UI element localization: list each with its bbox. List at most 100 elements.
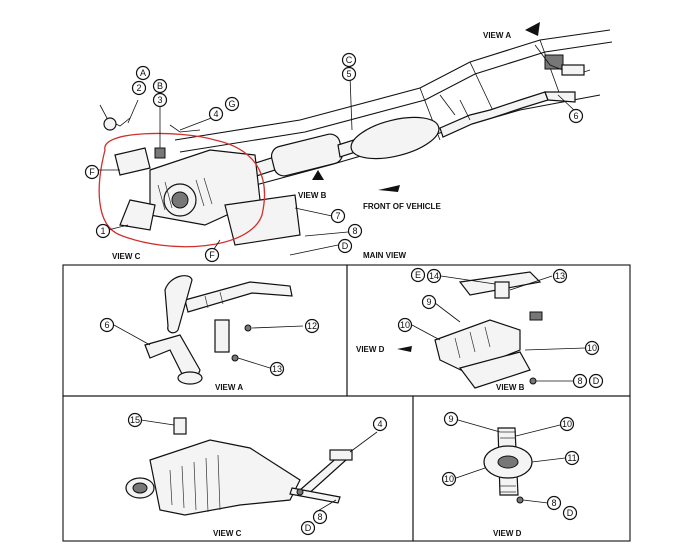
callout-7: 7: [330, 208, 346, 224]
svg-text:F: F: [209, 250, 215, 260]
pipe-bore-d: [497, 455, 519, 469]
view-a-label-top: VIEW A: [483, 31, 511, 40]
callout-A: A: [135, 65, 151, 81]
nut-3: [154, 147, 166, 159]
manifold-stud: [103, 117, 117, 131]
hangers-main: [439, 94, 471, 121]
svg-text:8: 8: [352, 226, 357, 236]
front-of-vehicle-label: FRONT OF VEHICLE: [363, 202, 441, 211]
svg-text:14: 14: [429, 271, 439, 281]
callout-4: 4: [208, 106, 224, 122]
main-view-illustration: [98, 22, 613, 248]
bolt-8b: [529, 377, 537, 385]
callout-b-13: 13: [552, 268, 568, 284]
svg-text:10: 10: [562, 419, 572, 429]
frame-section: [184, 281, 293, 313]
svg-text:6: 6: [104, 320, 109, 330]
svg-text:13: 13: [272, 364, 282, 374]
view-b-label-main: VIEW B: [298, 191, 327, 200]
svg-text:6: 6: [573, 111, 578, 121]
heat-shield: [224, 194, 301, 246]
view-d-arrow-icon: [397, 346, 412, 352]
svg-text:D: D: [305, 523, 312, 533]
nut-15c: [173, 417, 187, 435]
callout-d-D: D: [562, 505, 578, 521]
converter-ribs-c: [169, 454, 221, 513]
svg-text:5: 5: [346, 69, 351, 79]
view-c-panel-label: VIEW C: [213, 529, 242, 538]
callout-c-D: D: [300, 520, 316, 536]
view-d-panel: [412, 395, 631, 542]
callout-d-9: 9: [443, 411, 459, 427]
callout-a-13: 13: [269, 361, 285, 377]
callout-b-14: 14: [426, 268, 442, 284]
brace-rod-c: [299, 454, 347, 497]
svg-text:10: 10: [444, 474, 454, 484]
svg-text:2: 2: [136, 83, 141, 93]
svg-text:C: C: [346, 55, 353, 65]
y-pipe: [119, 199, 156, 231]
callout-D: D: [337, 238, 353, 254]
view-c-illustration: [125, 417, 353, 516]
svg-text:8: 8: [317, 512, 322, 522]
converter-upper-b: [434, 319, 521, 373]
converter-ribs-b: [454, 326, 491, 359]
view-d-arrow-label: VIEW D: [356, 345, 385, 354]
rear-hanger: [544, 54, 564, 70]
callout-d-10-top: 10: [559, 416, 575, 432]
main-view-label: MAIN VIEW: [363, 251, 407, 260]
view-d-callouts: 9 10 11 10 8 D: [441, 411, 580, 521]
frame-hatch: [204, 291, 224, 309]
svg-text:G: G: [228, 99, 235, 109]
view-b-callouts: E 14 13 9 10 10 8 D: [397, 267, 604, 389]
converter-lower-b: [458, 351, 531, 389]
svg-text:A: A: [140, 68, 146, 78]
view-b-panel-label: VIEW B: [496, 383, 525, 392]
callout-c-15: 15: [127, 412, 143, 428]
callout-F-bottom: F: [204, 247, 220, 263]
callout-b-E: E: [410, 267, 426, 283]
pipe-4: [169, 124, 201, 133]
callout-d-8: 8: [546, 495, 562, 511]
callout-C: C: [341, 52, 357, 68]
tailpipe: [439, 91, 549, 138]
converter-c: [149, 439, 301, 516]
front-of-vehicle-arrow-icon: [378, 185, 400, 192]
svg-text:12: 12: [307, 321, 317, 331]
main-leader-lines: [98, 75, 575, 256]
view-b-arrow-icon: [312, 170, 324, 180]
callout-8: 8: [347, 223, 363, 239]
callout-2: 2: [131, 80, 147, 96]
svg-text:8: 8: [551, 498, 556, 508]
callout-1: 1: [95, 223, 111, 239]
view-c-callouts: 15 4 8 D: [127, 412, 388, 536]
hanger-bracket-a: [214, 319, 230, 353]
bolt-c: [296, 488, 304, 496]
svg-text:1: 1: [100, 226, 105, 236]
view-c-label-main: VIEW C: [112, 252, 141, 261]
view-a-leaders: [113, 324, 304, 369]
callout-a-12: 12: [304, 318, 320, 334]
svg-text:10: 10: [400, 320, 410, 330]
callout-b-8: 8: [572, 373, 588, 389]
view-a-arrow-icon: [525, 22, 540, 36]
callout-a-6: 6: [99, 317, 115, 333]
callout-b-D: D: [588, 373, 604, 389]
svg-text:D: D: [342, 241, 349, 251]
muffler: [350, 116, 440, 160]
view-b-illustration: [434, 271, 543, 389]
converter-inlet-core: [171, 191, 189, 209]
view-d-leaders: [455, 419, 566, 504]
bolt-12a: [244, 324, 252, 332]
svg-text:E: E: [415, 270, 421, 280]
svg-text:3: 3: [157, 95, 162, 105]
bolt-8d: [516, 496, 524, 504]
view-d-panel-label: VIEW D: [493, 529, 522, 538]
frame-crossmembers: [419, 39, 561, 141]
svg-text:15: 15: [130, 415, 140, 425]
callout-G: G: [224, 96, 240, 112]
inlet-core-c: [132, 482, 148, 494]
pipe-end-a: [177, 371, 203, 385]
clamp-13b: [494, 281, 510, 299]
bolt-13a: [231, 354, 239, 362]
